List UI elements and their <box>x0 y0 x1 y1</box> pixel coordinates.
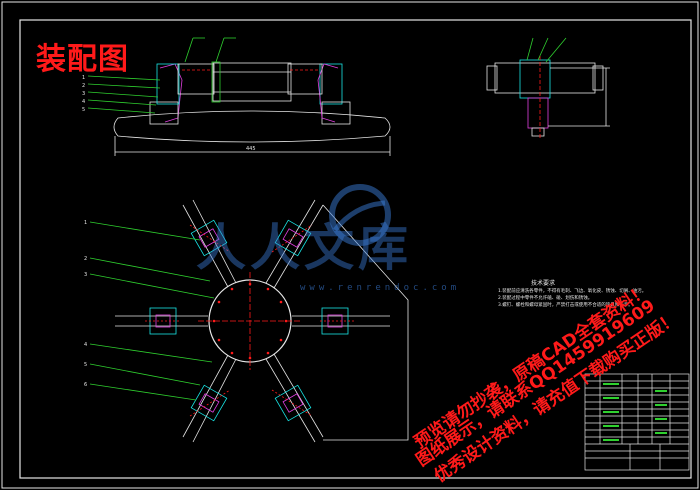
svg-text:5: 5 <box>84 362 87 368</box>
watermark-url: www.renrendoc.com <box>300 283 461 293</box>
left-callout-labels: 1 2 3 4 5 <box>82 75 85 113</box>
note-line: 2.装配过程中零件不允许磕、碰、划伤和锈蚀。 <box>498 296 593 301</box>
dimension-text: 445 <box>246 146 256 152</box>
svg-text:1: 1 <box>82 75 85 81</box>
front-view <box>87 37 391 156</box>
svg-text:4: 4 <box>84 342 87 348</box>
drawing-title: 装配图 <box>36 42 129 77</box>
svg-text:4: 4 <box>82 99 85 105</box>
bottom-callout-labels: 1 2 3 4 5 6 <box>84 220 87 388</box>
inner-frame <box>19 19 692 479</box>
top-view <box>89 199 409 443</box>
watermark-brand: 人人文库 <box>196 218 412 277</box>
svg-text:2: 2 <box>84 256 87 262</box>
svg-text:3: 3 <box>84 272 87 278</box>
notes-title: 技术要求 <box>531 280 556 287</box>
svg-text:5: 5 <box>82 107 85 113</box>
side-view <box>486 37 610 140</box>
svg-text:1: 1 <box>84 220 87 226</box>
note-line: 3.螺钉、螺栓和螺母紧固时，严禁打击或使用不合适的旋具和扳手。 <box>498 303 633 308</box>
svg-text:2: 2 <box>82 83 85 89</box>
svg-text:6: 6 <box>84 382 87 388</box>
title-block <box>584 373 690 471</box>
watermark-logo <box>329 184 391 246</box>
svg-text:3: 3 <box>82 91 85 97</box>
note-line: 1.装配前应清洗各零件，不得有毛刺、飞边、氧化皮、锈蚀、切屑、油污。 <box>498 289 647 294</box>
